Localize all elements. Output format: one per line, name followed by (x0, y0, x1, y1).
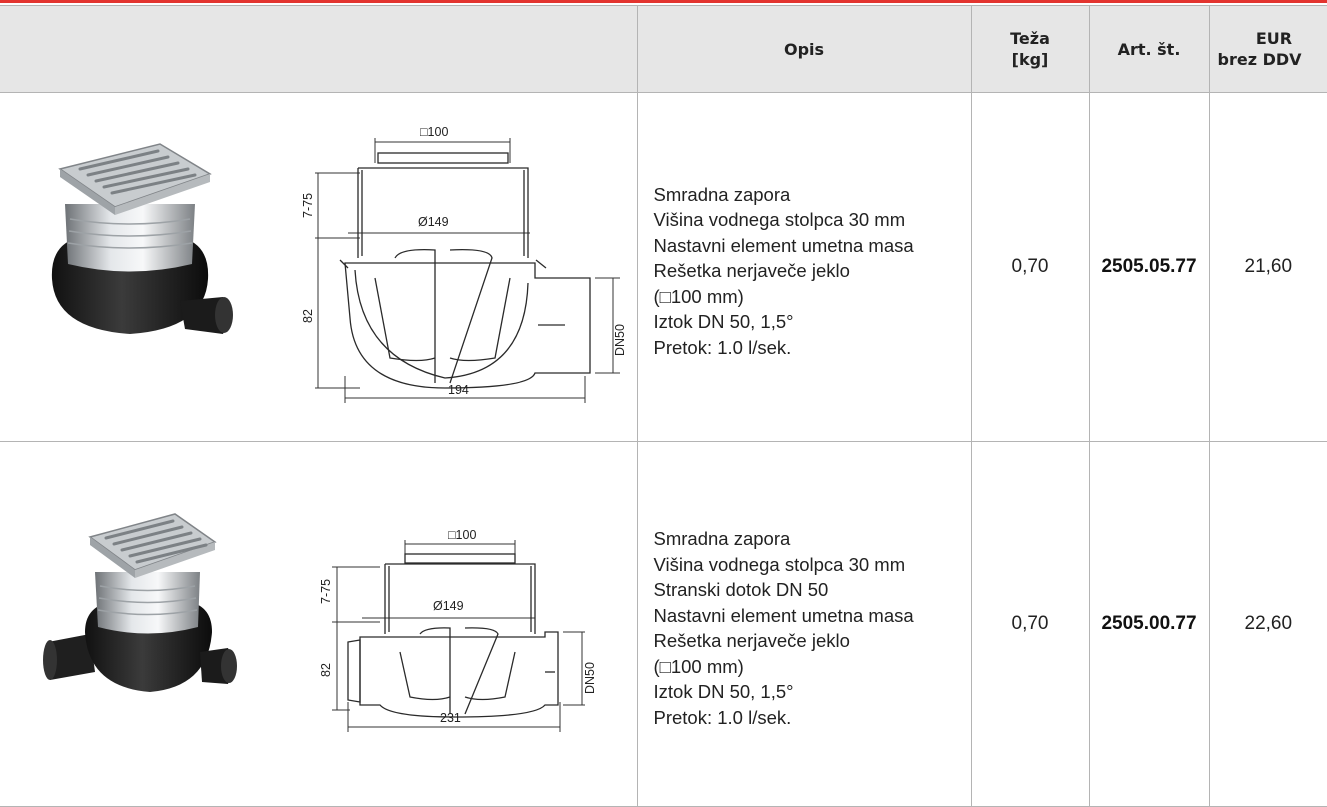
dimension-label: □100 (420, 125, 448, 139)
technical-drawing: □100 Ø149 231 7-75 82 DN50 (319, 528, 597, 732)
dimension-label: DN50 (613, 324, 627, 356)
price-cell: 21,60 (1208, 92, 1327, 442)
description-cell: Smradna zapora Višina vodnega stolpca 30… (636, 92, 972, 442)
price-cell: 22,60 (1208, 441, 1327, 807)
dimension-label: 7-75 (301, 193, 315, 218)
dimension-label: □100 (448, 528, 476, 542)
dimension-label: 82 (319, 663, 333, 677)
dimension-label: 231 (440, 711, 461, 725)
technical-drawing: □100 Ø149 194 7-75 82 DN50 (301, 125, 627, 403)
dimension-label: Ø149 (433, 599, 464, 613)
dimension-label: DN50 (583, 662, 597, 694)
product-image-cell: □100 Ø149 231 7-75 82 DN50 (0, 441, 638, 807)
header-art: Art. št. (1088, 5, 1210, 93)
article-number-cell: 2505.05.77 (1088, 92, 1210, 442)
header-image-cell (0, 5, 638, 93)
table-row: □100 Ø149 194 7-75 82 DN50 Smradna zapor… (0, 92, 1327, 442)
weight-cell: 0,70 (970, 441, 1090, 807)
dimension-label: Ø149 (418, 215, 449, 229)
header-weight: Teža[kg] (970, 5, 1090, 93)
description-cell: Smradna zapora Višina vodnega stolpca 30… (636, 441, 972, 807)
dimension-label: 194 (448, 383, 469, 397)
product-image-cell: □100 Ø149 194 7-75 82 DN50 (0, 92, 638, 442)
product-photo (43, 513, 237, 692)
dimension-label: 82 (301, 309, 315, 323)
product-photo (51, 143, 233, 334)
dimension-label: 7-75 (319, 579, 333, 604)
top-red-rule (0, 0, 1327, 3)
article-number-cell: 2505.00.77 (1088, 441, 1210, 807)
weight-cell: 0,70 (970, 92, 1090, 442)
table-row: □100 Ø149 231 7-75 82 DN50 Smradna zapor… (0, 441, 1327, 807)
header-desc: Opis (636, 5, 972, 93)
